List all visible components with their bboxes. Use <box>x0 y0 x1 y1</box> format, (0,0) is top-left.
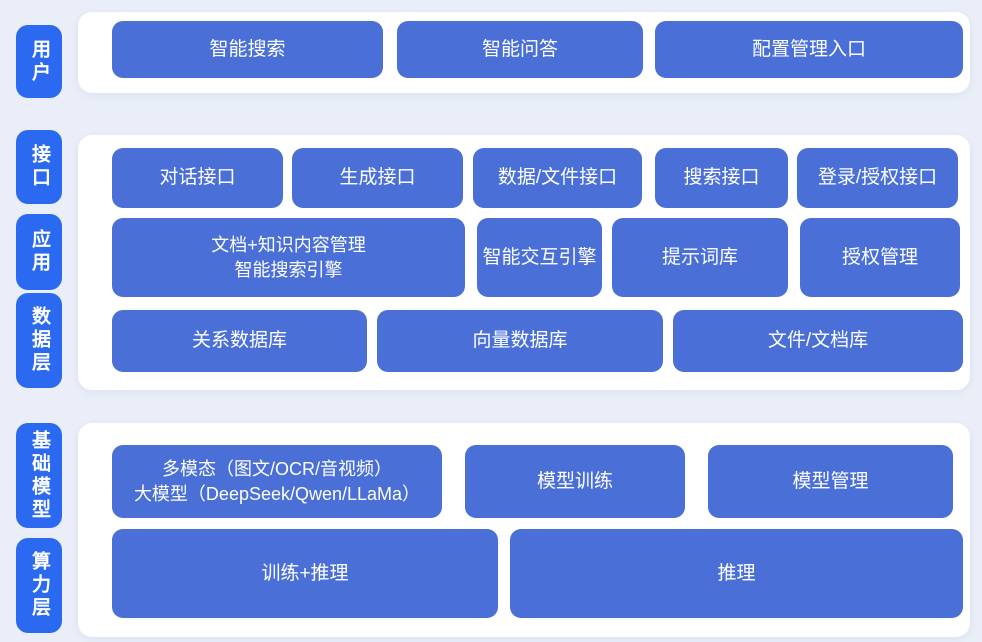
block-relational-db: 关系数据库 <box>112 310 367 372</box>
block-smart-qa: 智能问答 <box>397 21 643 78</box>
rail-application: 应用 <box>16 214 62 290</box>
rail-compute-layer: 算力层 <box>16 538 62 633</box>
block-multimodal-llm: 多模态（图文/OCR/音视频） 大模型（DeepSeek/Qwen/LLaMa） <box>112 445 442 518</box>
rail-foundation-model: 基础模型 <box>16 423 62 528</box>
rail-interface: 接口 <box>16 130 62 204</box>
block-generation-api: 生成接口 <box>292 148 463 208</box>
block-file-doc-store: 文件/文档库 <box>673 310 963 372</box>
block-config-entry: 配置管理入口 <box>655 21 963 78</box>
block-training-inference: 训练+推理 <box>112 529 498 618</box>
block-login-auth-api: 登录/授权接口 <box>797 148 958 208</box>
block-auth-management: 授权管理 <box>800 218 960 297</box>
block-smart-search: 智能搜索 <box>112 21 383 78</box>
block-data-file-api: 数据/文件接口 <box>473 148 642 208</box>
block-dialog-api: 对话接口 <box>112 148 283 208</box>
block-interactive-engine: 智能交互引擎 <box>477 218 602 297</box>
block-prompt-library: 提示词库 <box>612 218 788 297</box>
rail-data-layer: 数据层 <box>16 293 62 388</box>
block-inference: 推理 <box>510 529 963 618</box>
block-vector-db: 向量数据库 <box>377 310 663 372</box>
block-search-api: 搜索接口 <box>655 148 788 208</box>
block-model-management: 模型管理 <box>708 445 953 518</box>
block-doc-knowledge-search-engine: 文档+知识内容管理 智能搜索引擎 <box>112 218 465 297</box>
rail-user: 用户 <box>16 25 62 98</box>
block-model-training: 模型训练 <box>465 445 685 518</box>
